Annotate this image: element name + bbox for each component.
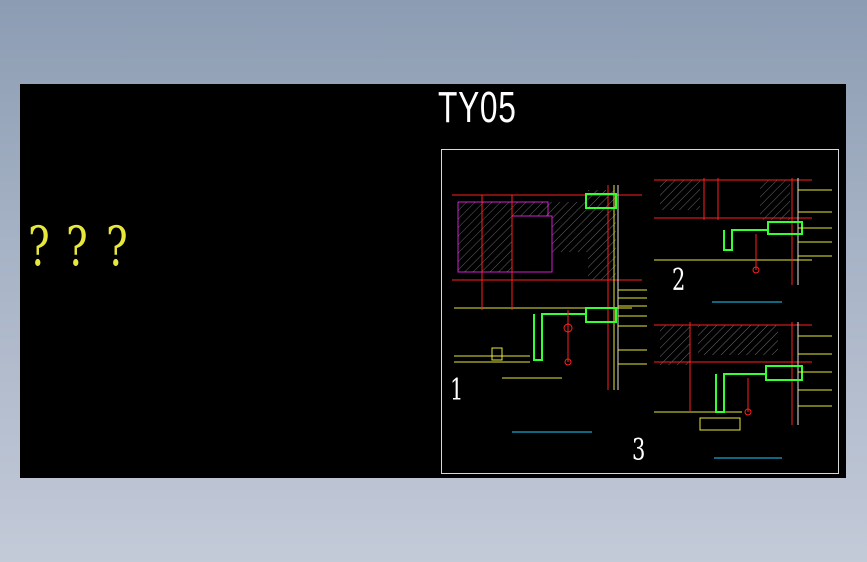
drawing-sheet-frame: 1 2 3	[441, 149, 839, 474]
cad-drawing-viewport[interactable]: ? ? ? TY05	[20, 84, 846, 478]
drawing-title: TY05	[438, 84, 517, 132]
detail-1-drawing	[452, 185, 647, 433]
detail-3-drawing	[654, 322, 832, 459]
detail-number-3: 3	[632, 433, 646, 468]
question-mark: ?	[28, 215, 50, 278]
question-mark: ?	[106, 215, 128, 278]
detail-number-2: 2	[672, 263, 686, 298]
detail-number-1: 1	[450, 373, 464, 408]
question-mark: ?	[66, 215, 88, 278]
section-details-graphic	[452, 178, 832, 459]
detail-2-drawing	[654, 178, 832, 303]
